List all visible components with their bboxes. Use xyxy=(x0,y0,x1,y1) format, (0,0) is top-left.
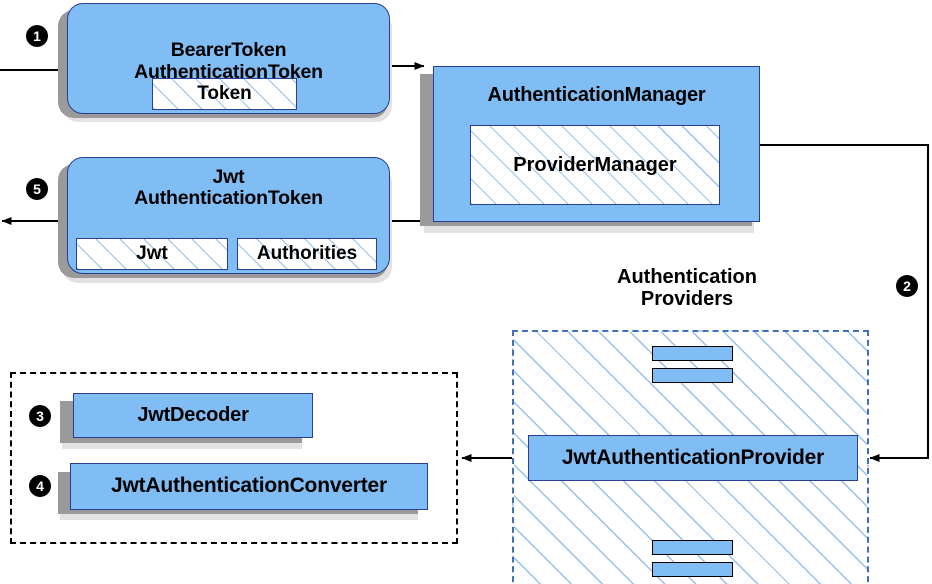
authentication-providers-caption: Authentication Providers xyxy=(617,266,757,310)
bearer-token-title: BearerToken AuthenticationToken xyxy=(134,39,323,83)
badge-step-2: 2 xyxy=(896,275,918,297)
slot-jwt: Jwt xyxy=(76,238,228,270)
jwt-token-title: Jwt AuthenticationToken xyxy=(134,166,323,210)
slot-token: Token xyxy=(152,78,297,110)
badge-step-5: 5 xyxy=(26,178,48,200)
authentication-manager-title: AuthenticationManager xyxy=(487,84,706,106)
jwt-support-group xyxy=(10,372,458,544)
jwt-auth-provider-title: JwtAuthenticationProvider xyxy=(561,445,825,469)
slot-authorities: Authorities xyxy=(237,238,377,270)
slot-provider-manager: ProviderManager xyxy=(470,125,720,205)
node-jwt-authentication-converter[interactable]: JwtAuthenticationConverter xyxy=(70,463,428,510)
provider-stack-top-bar-2 xyxy=(652,368,733,383)
badge-step-3: 3 xyxy=(29,405,51,427)
node-jwt-decoder[interactable]: JwtDecoder xyxy=(73,393,313,438)
provider-stack-bottom-bar-1 xyxy=(652,540,733,555)
node-jwt-authentication-provider[interactable]: JwtAuthenticationProvider xyxy=(528,435,858,481)
provider-stack-bottom-bar-2 xyxy=(652,562,733,577)
provider-stack-top-bar-1 xyxy=(652,346,733,361)
jwt-auth-converter-title: JwtAuthenticationConverter xyxy=(111,474,387,498)
connector-manager-to-provider xyxy=(760,143,930,462)
jwt-decoder-title: JwtDecoder xyxy=(137,403,249,426)
badge-step-4: 4 xyxy=(29,475,51,497)
badge-step-1: 1 xyxy=(26,25,48,47)
